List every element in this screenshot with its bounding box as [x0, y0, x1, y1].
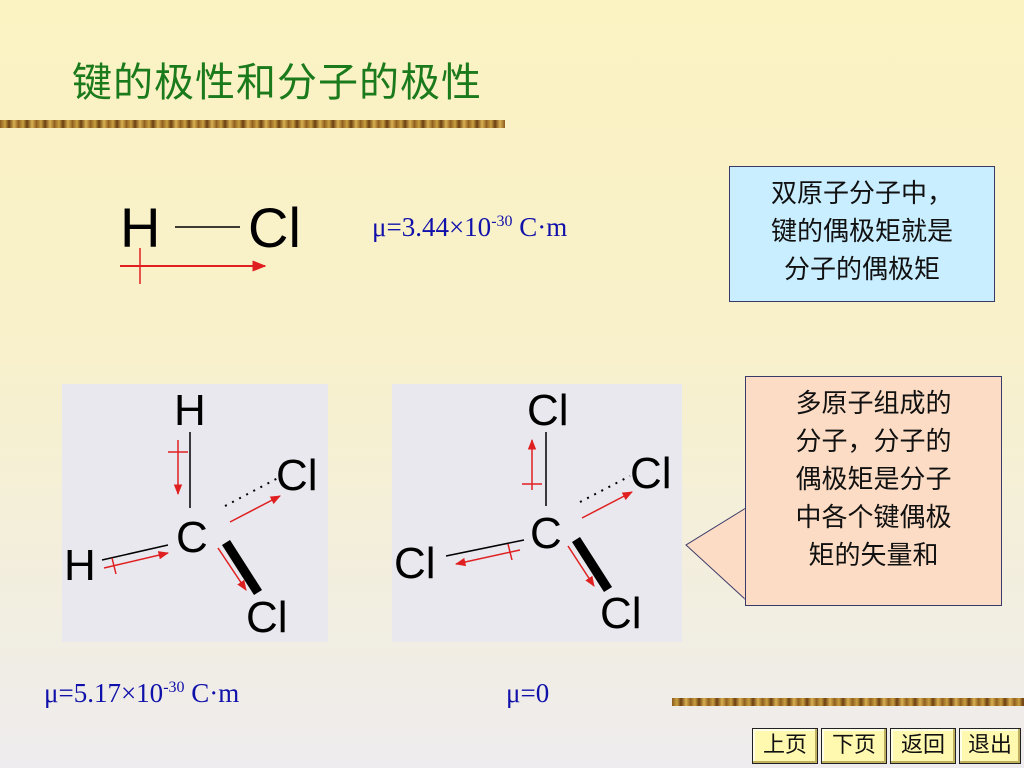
hcl-formula-unit: C·m [512, 212, 568, 242]
ccl4-dipole-cl-right [581, 491, 633, 519]
ch2cl2-bond-cl-right [224, 477, 279, 507]
polyatomic-note-box: 多原子组成的 分子，分子的 偶极矩是分子 中各个键偶极 矩的矢量和 [745, 376, 1002, 606]
ccl4-atom-cl-right: Cl [630, 449, 672, 498]
ccl4-atom-cl-left: Cl [394, 539, 436, 588]
ch2cl2-atom-cl-bottom: Cl [246, 593, 288, 642]
ch2cl2-panel [62, 384, 328, 642]
note-line: 偶极矩是分子 [795, 465, 952, 495]
hcl-formula-exponent: -30 [491, 213, 513, 230]
ccl4-panel [392, 384, 682, 642]
ch2cl2-dipole-formula: μ=5.17×10-30 C·m [44, 678, 239, 709]
page-title: 键的极性和分子的极性 [72, 60, 482, 106]
note-line: 双原子分子中， [770, 179, 953, 209]
next-page-button[interactable]: 下页 [821, 728, 887, 764]
ccl4-bond-cl-left [445, 539, 525, 557]
ch2cl2-bond-cl-bottom [222, 540, 262, 595]
ch2cl2-atom-c: C [176, 513, 208, 562]
ccl4-dipole-cl-bottom [567, 545, 595, 587]
callout-pointer [685, 507, 748, 602]
prev-page-button[interactable]: 上页 [752, 728, 818, 764]
ccl4-dipole-cross [507, 543, 513, 561]
ch2cl2-dipole-cl-bottom [217, 547, 247, 591]
ccl4-atom-c: C [530, 509, 562, 558]
note-line: 键的偶极矩就是 [770, 217, 953, 247]
ccl4-atom-cl-bottom: Cl [600, 589, 642, 638]
ch2cl2-dipole-h-left [103, 551, 170, 569]
ch2cl2-dipole-cl-right [229, 495, 281, 523]
ch2cl2-bond-h-left [101, 544, 169, 561]
ch2cl2-atom-h-top: H [174, 386, 206, 435]
footer-divider-bar [672, 698, 1024, 706]
ch2cl2-dipole-cross [111, 557, 117, 575]
ccl4-bond-cl-bottom [572, 537, 612, 592]
ch2cl2-formula-prefix: μ=5.17×10 [44, 678, 164, 708]
exit-button[interactable]: 退出 [959, 728, 1021, 764]
diatomic-note-box: 双原子分子中， 键的偶极矩就是 分子的偶极矩 [729, 166, 995, 302]
back-button[interactable]: 返回 [890, 728, 956, 764]
hcl-dipole-formula: μ=3.44×10-30 C·m [372, 212, 567, 243]
note-line: 中各个键偶极 [795, 503, 952, 533]
ch2cl2-atom-h-left: H [64, 541, 96, 590]
ch2cl2-atom-cl-right: Cl [276, 451, 318, 500]
hcl-molecule: H Cl [120, 196, 301, 284]
ch2cl2-formula-exponent: -30 [163, 679, 185, 696]
ccl4-dipole-formula: μ=0 [506, 678, 550, 708]
ch2cl2-molecule: H Cl C H Cl [64, 386, 318, 642]
note-line: 分子，分子的 [795, 427, 952, 457]
hcl-formula-prefix: μ=3.44×10 [372, 212, 492, 242]
ccl4-molecule: Cl Cl C Cl Cl [394, 386, 672, 638]
title-divider-bar [0, 120, 505, 128]
ccl4-atom-cl-top: Cl [527, 386, 569, 435]
hcl-atom-cl: Cl [248, 196, 301, 259]
note-line: 矩的矢量和 [808, 541, 939, 571]
note-line: 分子的偶极矩 [783, 255, 940, 285]
ccl4-bond-cl-right [579, 475, 631, 503]
ch2cl2-formula-unit: C·m [184, 678, 240, 708]
note-line: 多原子组成的 [795, 389, 952, 419]
